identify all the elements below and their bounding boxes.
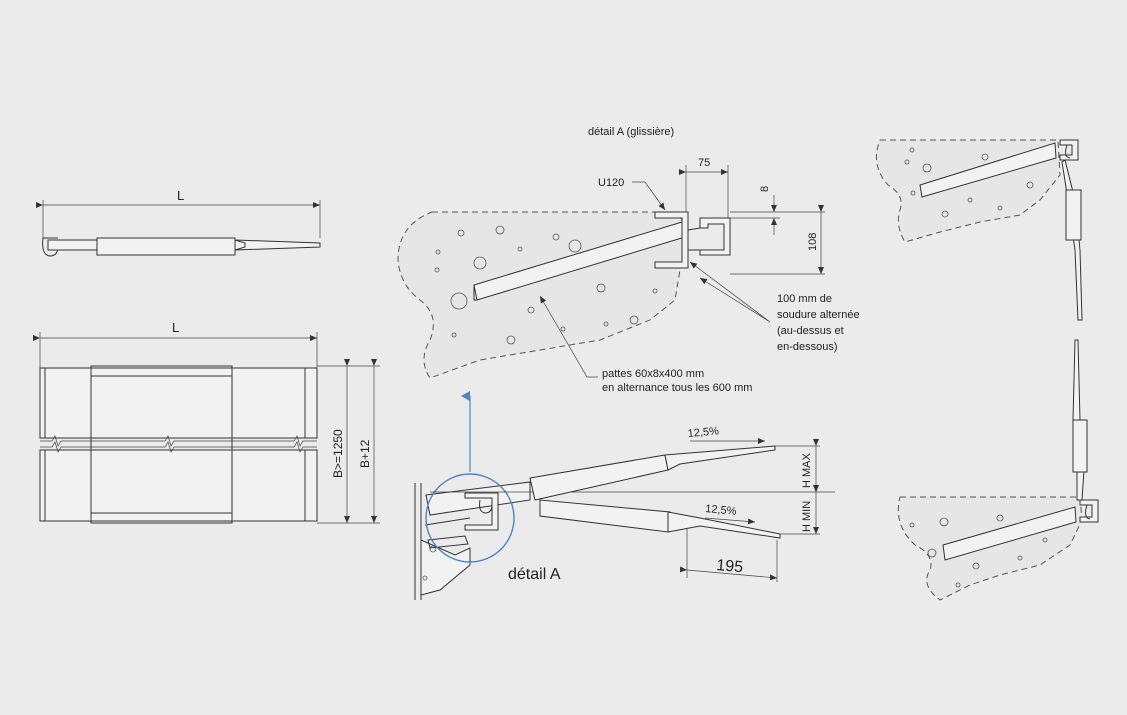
h-min-label: H MIN [801,501,813,532]
weld-note-line3: (au-dessus et [777,325,844,337]
tabs-note-line2: en alternance tous les 600 mm [602,382,752,394]
section-view: 12,5% 12,5% H MAX H MIN 195 détail A [414,425,835,600]
tabs-note-line1: pattes 60x8x400 mm [602,368,704,380]
rail-holes [434,225,658,345]
weld-note-line4: en-dessous) [777,341,838,353]
top-view: L B>=1250 B+12 [33,320,380,524]
h-max-label: H MAX [801,453,813,489]
dim-width-75: 75 [698,157,710,169]
right-view-lowered [897,339,1099,601]
side-length-label: L [177,188,184,203]
weld-note-line2: soudure alternée [777,309,860,321]
top-length-label: L [172,320,179,335]
profile-label: U120 [598,177,624,189]
right-view-raised [875,139,1083,321]
width-label-outer: B+12 [358,439,372,468]
weld-note-line1: 100 mm de [777,293,832,305]
dim-gap-8: 8 [759,186,771,192]
slope-lower: 12,5% [705,503,737,518]
width-label-inner: B>=1250 [331,429,345,478]
slope-upper: 12,5% [687,425,719,440]
detail-circle [425,473,515,563]
detail-a: détail A (glissière) [397,126,860,394]
dim-offset-195: 195 [716,557,744,576]
detail-title: détail A (glissière) [588,126,674,138]
side-view: L [36,188,321,257]
detail-ref-label: détail A [508,566,561,583]
dim-height-108: 108 [807,233,819,251]
